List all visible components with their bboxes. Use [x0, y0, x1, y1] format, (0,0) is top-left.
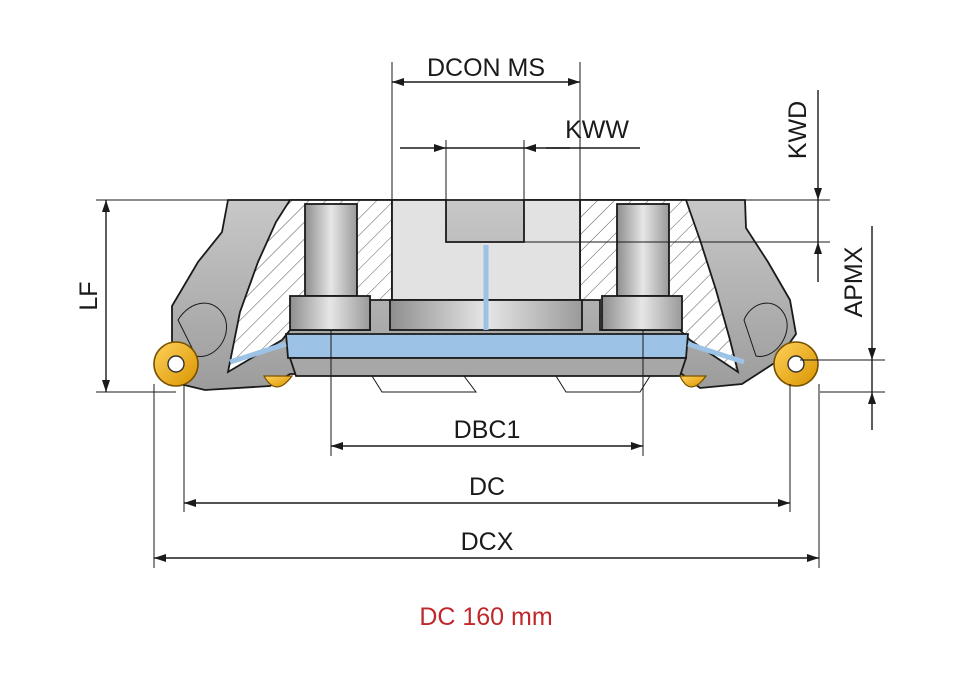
bolt-counterbore-right	[601, 295, 683, 331]
lower-ring	[288, 357, 688, 377]
dc-label: DC	[469, 473, 505, 501]
kwd-label: KWD	[784, 101, 812, 159]
insert-lower-left	[262, 375, 294, 388]
bolt-hole-left	[304, 203, 358, 297]
dcon-ms-label: DCON MS	[427, 54, 545, 82]
insert-lower-right	[679, 375, 708, 388]
bottom-step-left	[371, 375, 477, 393]
dcx-label: DCX	[461, 528, 514, 556]
dimension-lines	[96, 62, 885, 568]
dimension-labels: DCON MS KWW KWD APMX LF DBC1 DC DCX DC 1…	[75, 54, 868, 631]
kww-label: KWW	[565, 116, 629, 144]
cutter-body	[153, 199, 819, 393]
lf-label: LF	[75, 281, 103, 310]
dbc1-label: DBC1	[454, 416, 521, 444]
bottom-step-right	[555, 375, 651, 393]
apmx-label: APMX	[840, 246, 868, 317]
insert-screw-left	[167, 355, 185, 373]
chip-pocket-left	[177, 302, 227, 357]
bolt-counterbore-left	[289, 295, 371, 331]
coolant-channel-left	[229, 341, 287, 365]
size-caption: DC 160 mm	[419, 603, 552, 631]
bolt-hole-right	[616, 203, 670, 297]
coolant-channel-right	[687, 341, 745, 365]
chip-pocket-right	[743, 302, 788, 357]
insert-screw-right	[787, 355, 805, 373]
coolant-plate	[285, 333, 689, 359]
